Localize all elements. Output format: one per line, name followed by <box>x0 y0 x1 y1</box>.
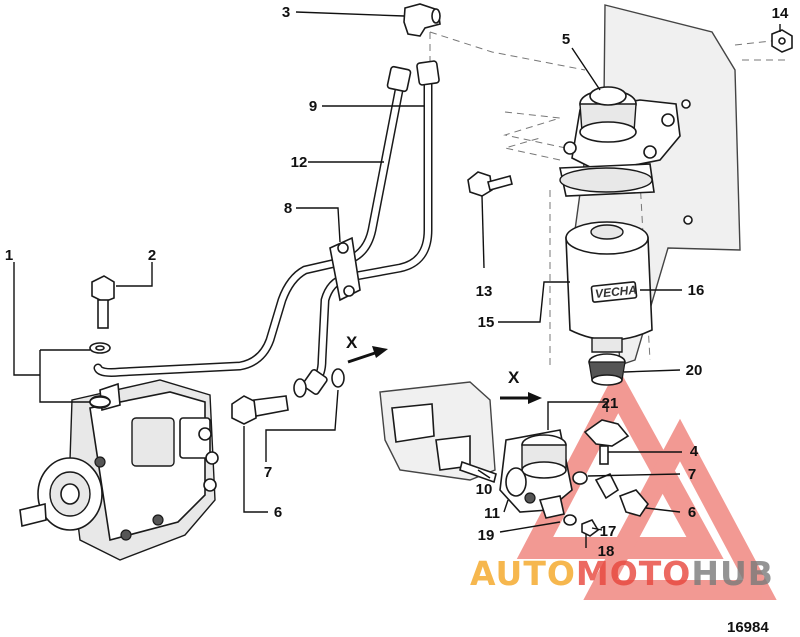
callout-1: 1 <box>5 247 13 264</box>
fuel-line-5 <box>93 80 405 377</box>
watermark-auto: AUTO <box>470 554 576 593</box>
callout-3: 3 <box>282 4 290 21</box>
filter-cartridge <box>565 221 653 353</box>
bolt-2 <box>91 275 115 329</box>
line-fittings <box>302 60 440 395</box>
callout-13: 14 <box>772 5 789 22</box>
leader-lines <box>13 11 781 548</box>
line-clamp <box>329 236 361 302</box>
lift-pump <box>499 429 573 519</box>
callout-2: 2 <box>148 247 156 264</box>
hand-primer <box>583 419 630 465</box>
banjo-bolt-6-left <box>231 395 289 425</box>
callout-8: 8 <box>284 200 292 217</box>
injection-pump <box>19 379 219 561</box>
callout-7-left: 7 <box>264 464 272 481</box>
callout-7-right: 7 <box>688 466 696 483</box>
washer-7-right <box>572 471 588 485</box>
callout-9: 10 <box>476 481 493 498</box>
callout-6-right: 6 <box>688 504 696 521</box>
stud-9 <box>459 460 497 484</box>
callout-5: 12 <box>291 154 308 171</box>
small-parts <box>563 514 600 537</box>
callout-15: 16 <box>688 282 705 299</box>
callout-11: 4 <box>690 443 699 460</box>
svg-text:AUTOMOTOHUB: AUTOMOTOHUB <box>470 554 774 593</box>
engine-block-detail <box>379 381 496 481</box>
water-sensor <box>588 353 626 386</box>
callout-4: 9 <box>309 98 317 115</box>
callout-19: 20 <box>686 362 703 379</box>
callout-20: 21 <box>602 395 619 412</box>
callout-12: 13 <box>476 283 493 300</box>
callout-21: 5 <box>562 31 570 48</box>
filter-head <box>559 86 681 197</box>
watermark-wordmark: AUTOMOTOHUB <box>470 554 774 593</box>
callout-6-left: 6 <box>274 504 282 521</box>
bolt-12 <box>467 171 513 197</box>
washers-7-left <box>293 368 345 398</box>
elbow-fitting <box>403 3 441 37</box>
banjo-fitting-right <box>594 472 650 517</box>
watermark-hub: HUB <box>691 554 774 593</box>
callout-18: 19 <box>478 527 495 544</box>
nut-13 <box>771 29 793 53</box>
callout-17: 18 <box>598 543 615 560</box>
callout-16: 17 <box>600 523 617 540</box>
watermark-moto: MOTO <box>576 554 691 593</box>
callout-14: 15 <box>478 314 495 331</box>
view-arrows <box>347 346 542 404</box>
filter-brand-label: VECHA <box>594 283 637 301</box>
view-marker-x-1: X <box>346 333 358 352</box>
view-marker-x-2: X <box>508 368 520 387</box>
callout-10: 11 <box>484 505 500 522</box>
figure-number: 16984 <box>727 619 769 636</box>
